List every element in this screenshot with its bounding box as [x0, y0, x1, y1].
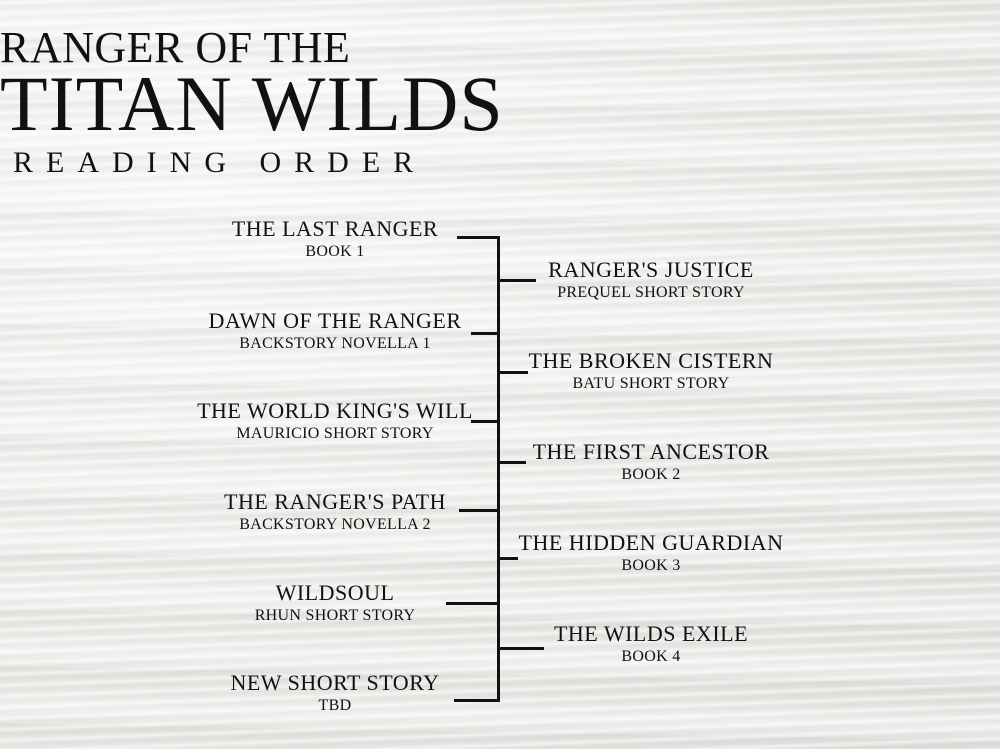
entry-title: DAWN OF THE RANGER [208, 308, 462, 333]
right-entry-4: THE HIDDEN GUARDIAN BOOK 3 [510, 530, 792, 576]
title-line-1: RANGER OF THE [0, 23, 351, 72]
entry-title: WILDSOUL [275, 580, 395, 605]
left-entry-4: THE RANGER'S PATH BACKSTORY NOVELLA 2 [192, 489, 478, 535]
left-connector-4 [459, 509, 500, 512]
entry-title: NEW SHORT STORY [230, 670, 440, 695]
entry-title: THE FIRST ANCESTOR [532, 439, 770, 464]
right-entry-2: THE BROKEN CISTERN BATU SHORT STORY [510, 348, 792, 394]
right-entry-3: THE FIRST ANCESTOR BOOK 2 [510, 439, 792, 485]
left-connector-3 [471, 420, 500, 423]
left-connector-2 [471, 332, 500, 335]
entry-title: THE BROKEN CISTERN [528, 348, 774, 373]
left-entry-2: DAWN OF THE RANGER BACKSTORY NOVELLA 1 [192, 308, 478, 354]
left-connector-5 [446, 602, 500, 605]
left-entry-6: NEW SHORT STORY TBD [192, 670, 478, 716]
entry-subtitle: BACKSTORY NOVELLA 2 [239, 516, 431, 533]
entry-title: RANGER'S JUSTICE [548, 257, 754, 282]
left-entry-3: THE WORLD KING'S WILL MAURICIO SHORT STO… [192, 398, 478, 444]
right-connector-3 [497, 461, 526, 464]
right-connector-4 [497, 557, 518, 560]
left-connector-6 [454, 699, 500, 702]
reading-order-subtitle: READING ORDER [13, 146, 427, 179]
entry-title: THE WORLD KING'S WILL [197, 398, 473, 423]
entry-subtitle: BOOK 1 [305, 243, 365, 260]
entry-subtitle: MAURICIO SHORT STORY [236, 425, 434, 442]
entry-subtitle: BOOK 3 [621, 557, 681, 574]
entry-subtitle: BACKSTORY NOVELLA 1 [239, 335, 431, 352]
left-connector-1 [457, 236, 500, 239]
title-line-2: TITAN WILDS [0, 60, 504, 147]
entry-subtitle: TBD [318, 697, 352, 714]
right-entry-5: THE WILDS EXILE BOOK 4 [510, 621, 792, 667]
left-entry-5: WILDSOUL RHUN SHORT STORY [192, 580, 478, 626]
left-entry-1: THE LAST RANGER BOOK 1 [192, 216, 478, 262]
entry-subtitle: BATU SHORT STORY [572, 375, 730, 392]
entry-title: THE WILDS EXILE [553, 621, 749, 646]
right-connector-5 [497, 647, 544, 650]
timeline-spine [497, 236, 500, 702]
entry-title: THE LAST RANGER [231, 216, 439, 241]
right-entry-1: RANGER'S JUSTICE PREQUEL SHORT STORY [510, 257, 792, 303]
entry-subtitle: PREQUEL SHORT STORY [557, 284, 745, 301]
right-connector-1 [497, 279, 536, 282]
entry-subtitle: RHUN SHORT STORY [254, 607, 416, 624]
entry-title: THE HIDDEN GUARDIAN [518, 530, 784, 555]
entry-subtitle: BOOK 4 [621, 648, 681, 665]
entry-subtitle: BOOK 2 [621, 466, 681, 483]
entry-title: THE RANGER'S PATH [224, 489, 446, 514]
right-connector-2 [497, 371, 528, 374]
